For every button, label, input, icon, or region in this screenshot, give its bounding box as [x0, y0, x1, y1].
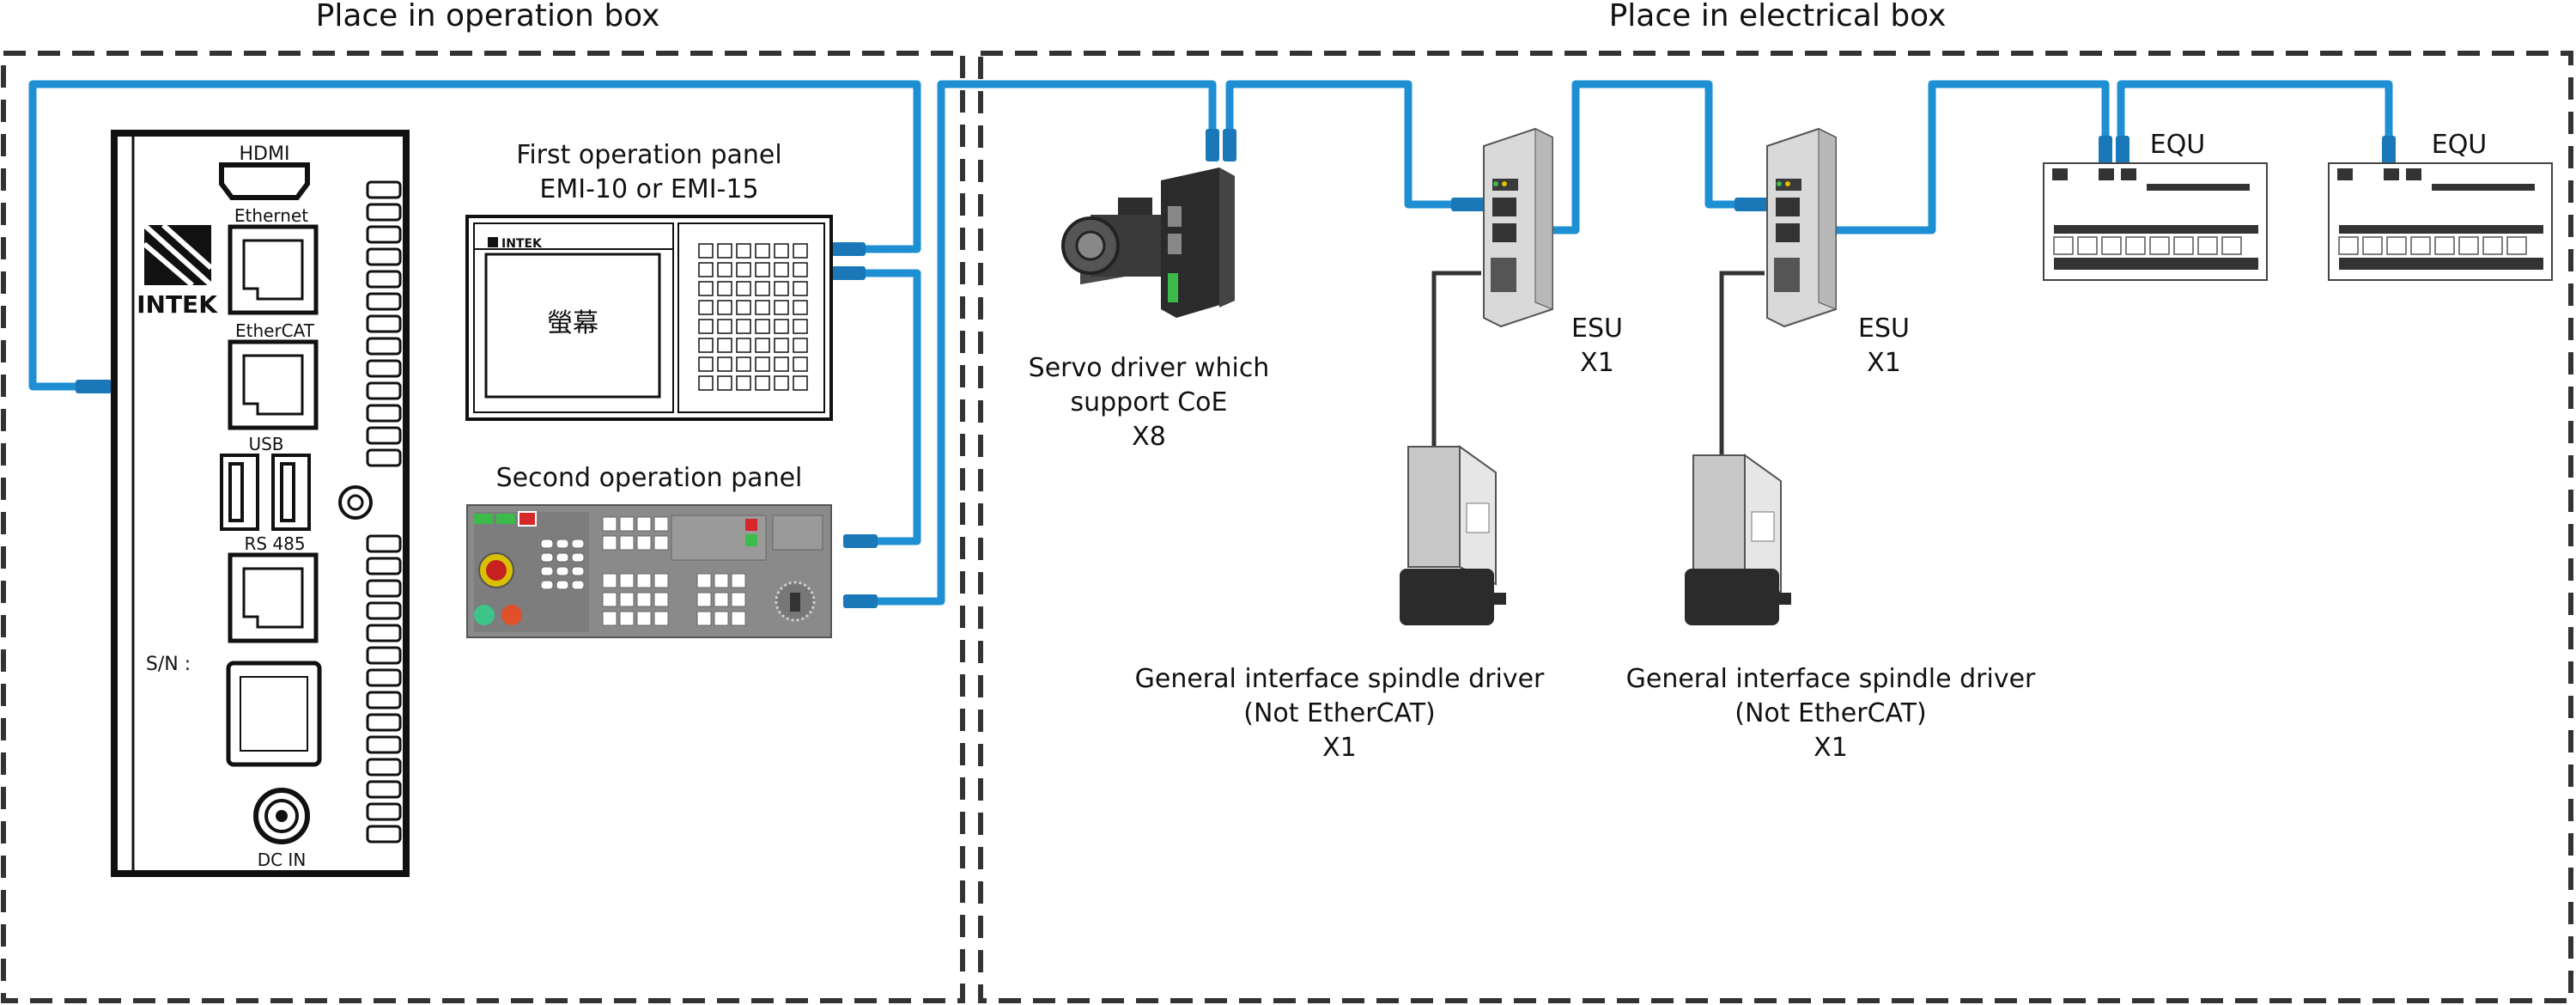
esu-module-2 [1766, 127, 1837, 328]
controller-unit: INTEK HDMI Ethernet EtherCAT USB RS 485 [111, 130, 410, 877]
svg-text:INTEK: INTEK [137, 290, 218, 319]
equ-module-2 [2328, 162, 2553, 281]
operation-box-title: Place in operation box [316, 0, 660, 34]
spindle1-label-line1: General interface spindle driver [1135, 664, 1545, 694]
equ2-name: EQU [2432, 130, 2488, 160]
port-label-rs485: RS 485 [244, 533, 305, 554]
connector [831, 266, 866, 280]
spindle-driver-1 [1400, 445, 1506, 625]
electrical-box-title: Place in electrical box [1609, 0, 1947, 34]
operation-box [1, 51, 965, 1003]
servo-driver [1061, 168, 1235, 318]
intek-logo: INTEK [137, 222, 218, 319]
servo-count: X8 [1132, 422, 1166, 452]
ethernet-port-icon [228, 224, 319, 315]
spindle1-count: X1 [1322, 733, 1357, 763]
connector [2382, 136, 2396, 168]
esu2-name: ESU [1858, 314, 1910, 344]
spindle-cables [1431, 271, 1765, 455]
equ-module-1 [2043, 162, 2268, 281]
electrical-box [978, 51, 2573, 1003]
port-label-ethercat: EtherCAT [235, 320, 315, 341]
panel1-label-line1: First operation panel [516, 140, 781, 170]
connector [831, 242, 866, 256]
connector [843, 534, 878, 548]
hdmi-port-icon [219, 162, 310, 200]
panel1-screen-text: 螢幕 [547, 308, 598, 338]
start-button-icon [474, 605, 495, 625]
connector [843, 594, 878, 608]
panel1-keys [698, 243, 808, 391]
connector [76, 380, 112, 393]
spindle2-count: X1 [1814, 733, 1848, 763]
esu1-name: ESU [1571, 314, 1623, 344]
port-label-usb: USB [248, 434, 283, 454]
esu1-count: X1 [1580, 348, 1614, 378]
ethercat-port-icon [228, 339, 319, 430]
connector [1223, 129, 1236, 161]
spindle1-label-line2: (Not EtherCAT) [1243, 698, 1436, 728]
panel2-keys [540, 516, 746, 626]
spindle2-label-line1: General interface spindle driver [1626, 664, 2036, 694]
rs485-port-icon [228, 552, 319, 643]
connector [2116, 136, 2129, 168]
cables [28, 80, 2393, 606]
servo-label-line2: support CoE [1071, 387, 1228, 417]
stop-button-icon [501, 605, 522, 625]
panel1-screen [484, 253, 661, 399]
serial-number-label: S/N : [146, 654, 191, 675]
esu-module-1 [1483, 127, 1553, 328]
esu2-count: X1 [1867, 348, 1901, 378]
connector [1735, 198, 1769, 211]
panel1-brand: INTEK [501, 237, 543, 251]
usb-ports-icon [220, 454, 311, 531]
dc-in-connector-icon [253, 788, 310, 844]
spindle2-label-line2: (Not EtherCAT) [1735, 698, 1927, 728]
equ1-name: EQU [2150, 130, 2206, 160]
servo-label-line1: Servo driver which [1029, 353, 1270, 383]
port-label-hdmi: HDMI [240, 143, 290, 165]
connector [2099, 136, 2112, 168]
connector [1451, 198, 1485, 211]
port-label-ethernet: Ethernet [234, 205, 308, 226]
panel2-label: Second operation panel [496, 463, 803, 493]
spindle-driver-2 [1685, 454, 1791, 625]
second-operation-panel [466, 504, 832, 638]
connector [1206, 129, 1219, 161]
heat-fins [366, 180, 402, 844]
panel1-label-line2: EMI-10 or EMI-15 [539, 174, 758, 204]
first-operation-panel: INTEK 螢幕 [465, 215, 833, 421]
port-label-dcin: DC IN [258, 850, 307, 870]
